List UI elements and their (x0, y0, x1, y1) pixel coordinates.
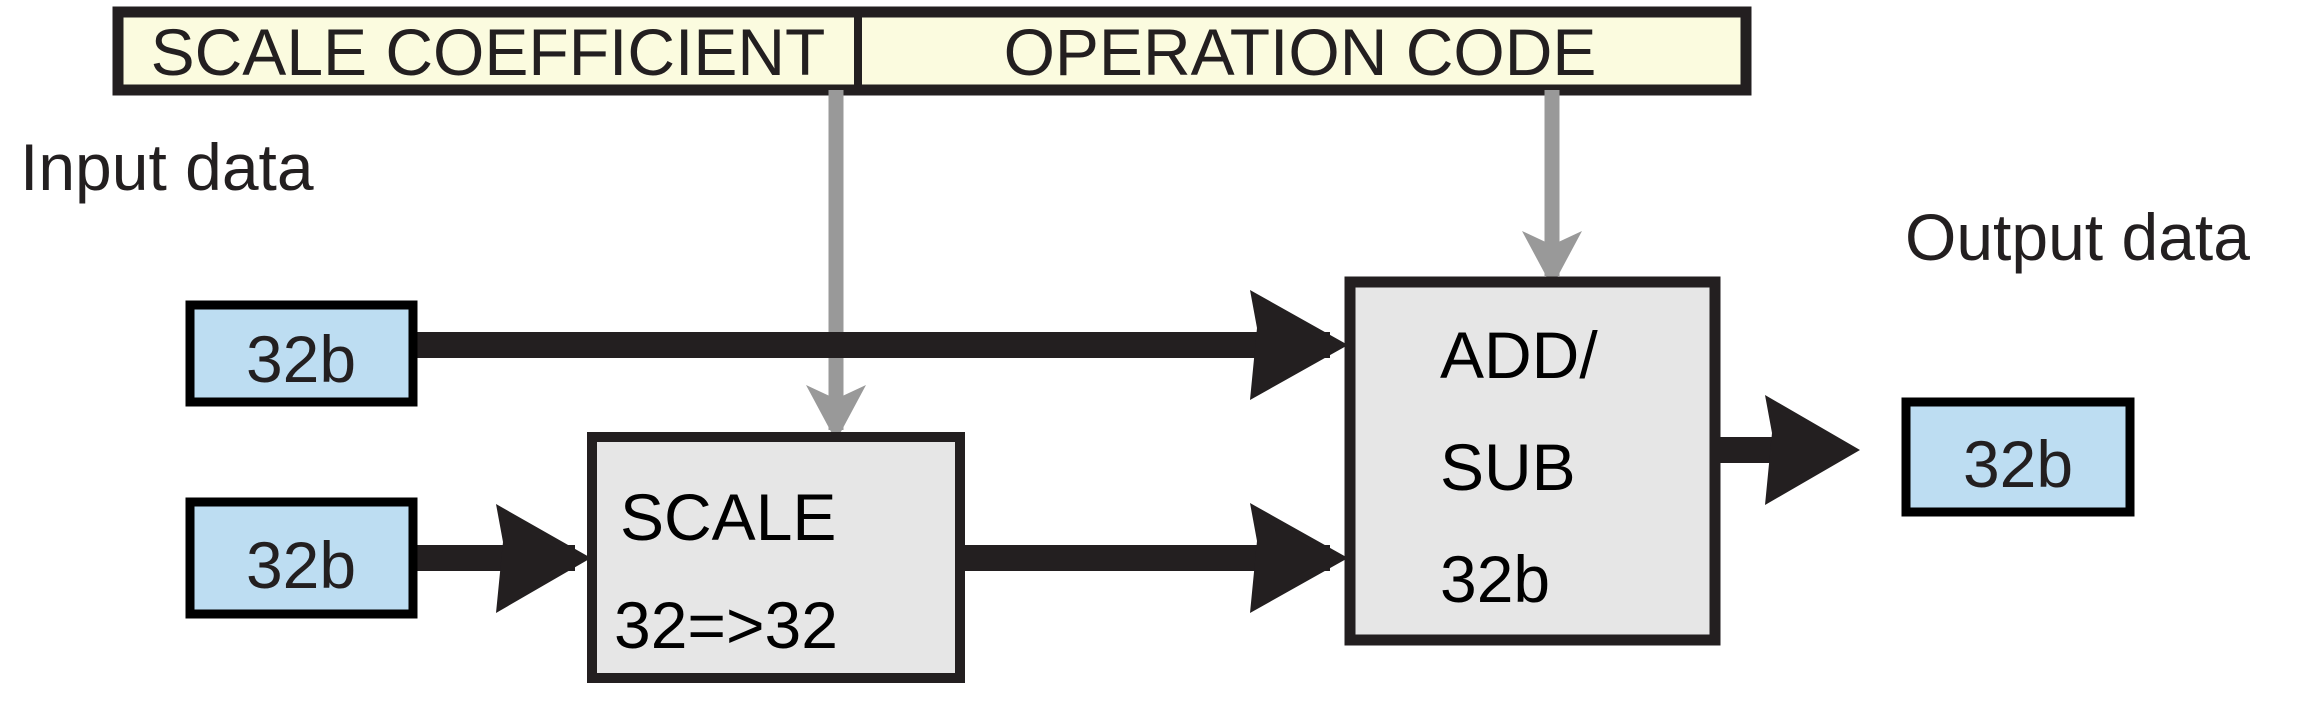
control-arrow-scale-head-icon (806, 385, 866, 441)
bus-scale-to-addsub (960, 503, 1348, 613)
scale-unit-line-1: SCALE (620, 480, 836, 554)
addsub-unit-line-1: ADD/ (1440, 318, 1598, 392)
scale-unit-line-2: 32=>32 (614, 588, 838, 662)
input-lower-word-label: 32b (246, 528, 356, 602)
output-word-box (1901, 397, 2135, 517)
addsub-unit-line-2: SUB (1440, 430, 1576, 504)
addsub-unit-box (1344, 276, 1721, 646)
addsub-unit: ADD/ SUB 32b (1344, 276, 1721, 646)
addsub-unit-line-3: 32b (1440, 542, 1550, 616)
bus-scale-arrowhead-icon (1250, 503, 1348, 613)
bus-output-arrowhead-icon (1765, 395, 1860, 505)
input-data-label: Input data (20, 130, 314, 204)
bus-addsub-to-output (1713, 395, 1860, 505)
control-arrow-opcode-head-icon (1522, 231, 1582, 287)
output-data-word: 32b (1901, 397, 2135, 517)
control-arrow-operation-code (1522, 90, 1582, 287)
input-upper-word-box (185, 300, 418, 407)
bus-input-upper-to-addsub (413, 290, 1348, 400)
control-word-bar: SCALE COEFFICIENT OPERATION CODE (112, 6, 1752, 96)
bus-input-lower-to-scale (415, 504, 591, 613)
operation-code-field-label: OPERATION CODE (1004, 15, 1597, 89)
bus-input-upper-arrowhead-icon (1250, 290, 1348, 400)
scale-unit-box (587, 432, 965, 683)
input-lower-data-word: 32b (185, 497, 418, 619)
scale-unit: SCALE 32=>32 (587, 432, 965, 683)
control-arrow-scale-coefficient (806, 90, 866, 441)
bus-input-lower-arrowhead-icon (496, 504, 591, 613)
input-upper-word-label: 32b (246, 322, 356, 396)
output-word-label: 32b (1963, 427, 2073, 501)
control-word-outline (112, 6, 1752, 96)
scale-coefficient-field-label: SCALE COEFFICIENT (151, 15, 826, 89)
input-upper-data-word: 32b (185, 300, 418, 407)
output-data-label: Output data (1905, 200, 2250, 274)
input-lower-word-box (185, 497, 418, 619)
